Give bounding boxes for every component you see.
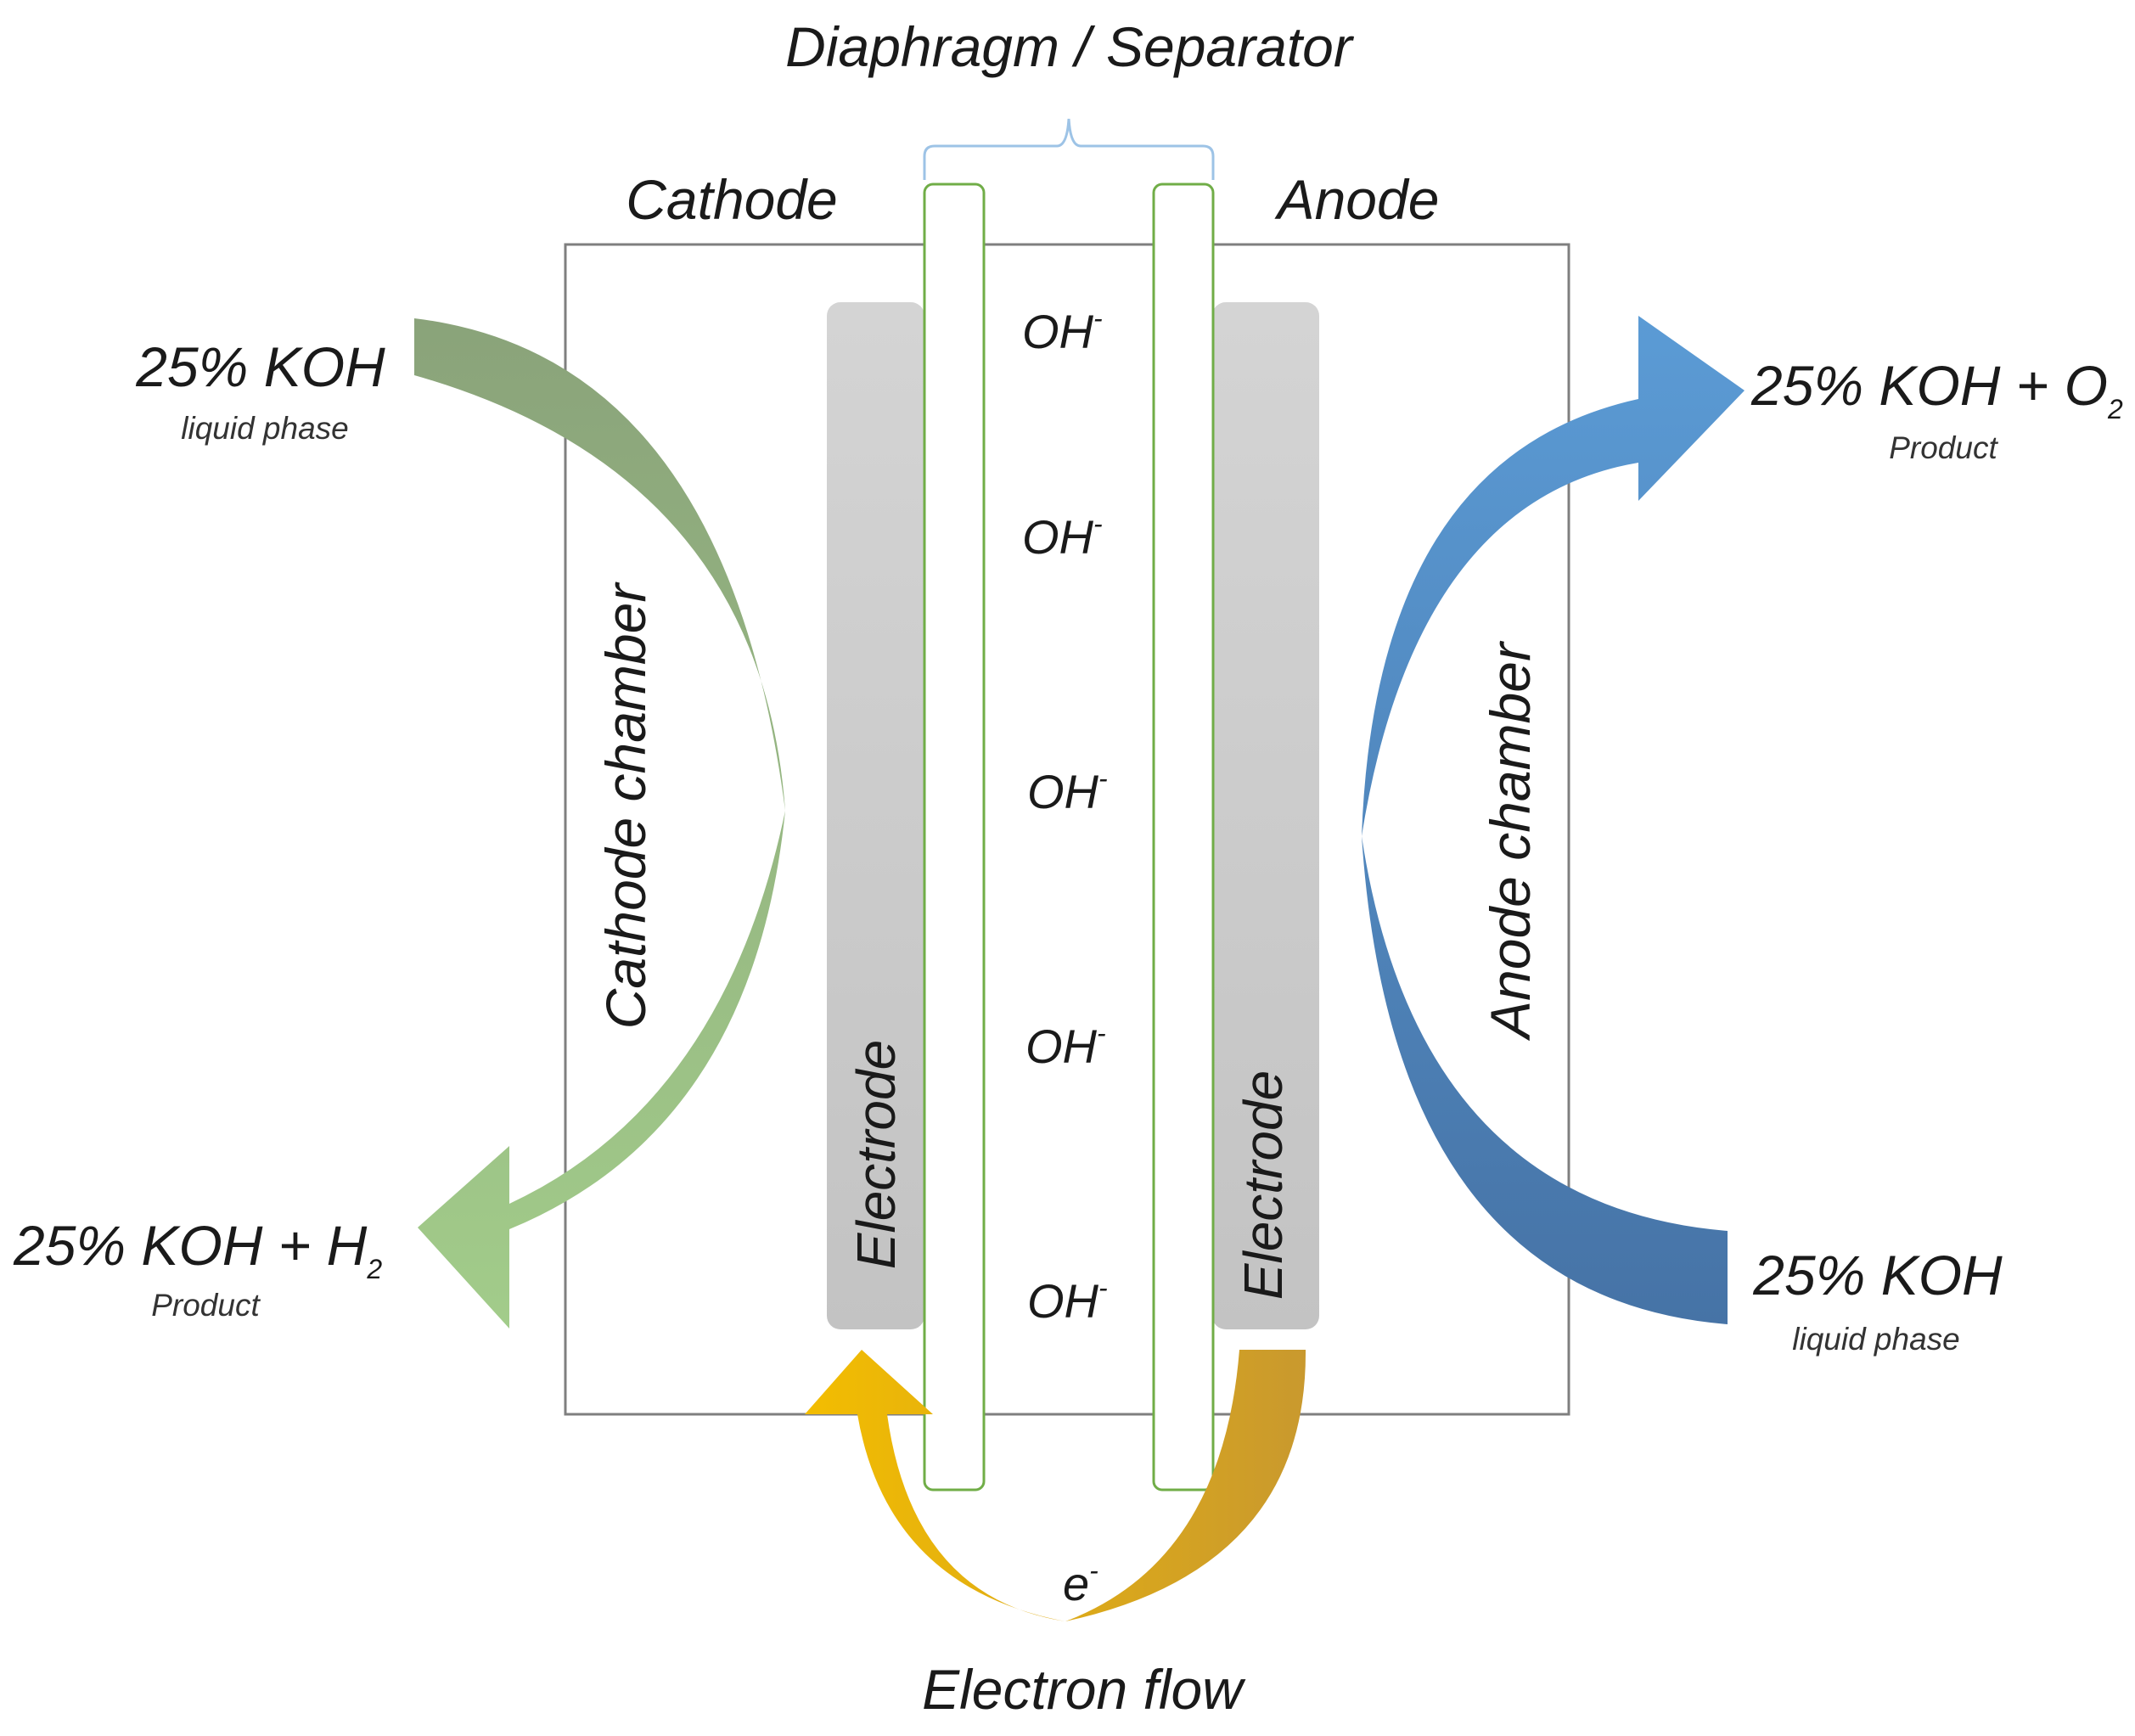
- cathode-flow-arrow: [414, 318, 785, 1329]
- separator-left: [923, 183, 986, 1492]
- cathode-output-sublabel: Product: [151, 1288, 261, 1323]
- diaphragm-label: Diaphragm / Separator: [785, 15, 1355, 78]
- cathode-input-sublabel: liquid phase: [181, 411, 348, 446]
- anode-output-label: 25% KOH + O2: [1750, 354, 2123, 424]
- svg-text:OH-: OH-: [1022, 508, 1103, 564]
- cathode-electrode: [827, 302, 924, 1329]
- electron-symbol: e-: [1063, 1555, 1098, 1610]
- anode-output-sublabel: Product: [1889, 430, 1998, 465]
- svg-text:OH-: OH-: [1022, 303, 1103, 358]
- svg-text:OH-: OH-: [1025, 1018, 1106, 1073]
- cell-box: [564, 243, 1570, 1416]
- hydroxide-ion-3: OH-: [1027, 763, 1108, 818]
- hydroxide-ion-5: OH-: [1027, 1273, 1108, 1328]
- cathode-chamber-label: Cathode chamber: [594, 581, 657, 1030]
- anode-input-sublabel: liquid phase: [1792, 1322, 1959, 1357]
- svg-text:e-: e-: [1063, 1555, 1098, 1610]
- svg-text:OH-: OH-: [1027, 1273, 1108, 1328]
- anode-flow-arrow: [1362, 316, 1745, 1324]
- electron-flow-arrow: [805, 1350, 1306, 1621]
- anode-electrode: [1212, 302, 1319, 1329]
- hydroxide-ion-4: OH-: [1025, 1018, 1106, 1073]
- cathode-electrode-label: Electrode: [846, 1040, 907, 1269]
- svg-text:OH-: OH-: [1027, 763, 1108, 818]
- electron-flow-label: Electron flow: [922, 1658, 1246, 1721]
- cathode-input-label: 25% KOH: [135, 335, 385, 398]
- hydroxide-ion-1: OH-: [1022, 303, 1103, 358]
- separator-bracket: [923, 118, 1215, 180]
- cathode-label: Cathode: [626, 168, 838, 231]
- anode-chamber-label: Anode chamber: [1479, 640, 1542, 1042]
- anode-label: Anode: [1274, 168, 1440, 231]
- anode-input-label: 25% KOH: [1752, 1244, 2003, 1306]
- anode-electrode-label: Electrode: [1233, 1070, 1294, 1300]
- cathode-output-label: 25% KOH + H2: [13, 1214, 382, 1284]
- separator-right: [1152, 183, 1215, 1492]
- hydroxide-ion-2: OH-: [1022, 508, 1103, 564]
